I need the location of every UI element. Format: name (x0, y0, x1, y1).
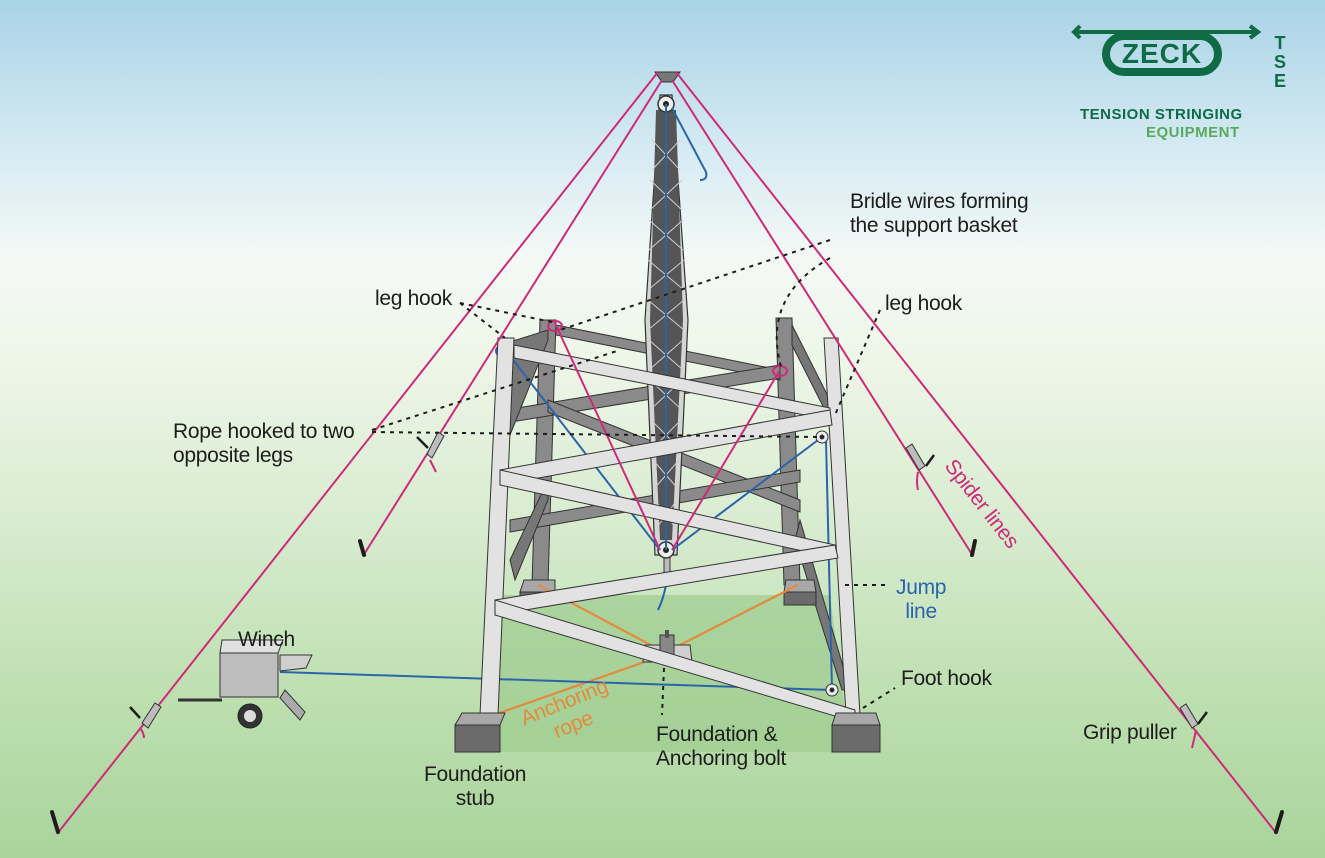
tower-front (479, 337, 861, 723)
label-leg-hook-right: leg hook (885, 292, 962, 315)
ground-anchors (50, 539, 1284, 834)
label-jump-line: Jump line (896, 576, 946, 624)
label-bridle-wires-line1: Bridle wires forming (850, 190, 1029, 213)
label-bridle-wires: Bridle wires forming the support basket (850, 190, 1029, 238)
logo-tse-s: S (1273, 52, 1286, 72)
jump-line (279, 104, 833, 691)
label-jump-line-line2: line (905, 600, 937, 623)
label-rope-hooked: Rope hooked to two opposite legs (173, 420, 355, 468)
label-jump-line-line1: Jump (896, 576, 947, 599)
winch-trailer (178, 639, 313, 729)
label-winch: Winch (238, 628, 295, 651)
grip-pullers (141, 431, 1199, 729)
zeck-logo: ZECK T S E TENSION STRINGING EQUIPMENT (1070, 22, 1310, 142)
foundation-front-right (831, 712, 881, 753)
logo-tse-t: T (1274, 33, 1286, 53)
label-bridle-wires-line2: the support basket (850, 214, 1018, 237)
label-leg-hook-left: leg hook (375, 287, 452, 310)
label-foundation-stub: Foundation stub (424, 763, 526, 811)
leader-lines (371, 239, 896, 716)
label-grip-puller: Grip puller (1083, 721, 1177, 744)
logo-tse: T S E (1270, 34, 1290, 91)
label-foundation-bolt-line2: Anchoring bolt (656, 747, 787, 770)
label-foundation-stub-line1: Foundation (424, 763, 527, 786)
logo-tagline-line1: TENSION STRINGING (1080, 106, 1243, 123)
label-rope-hooked-line1: Rope hooked to two (173, 420, 355, 443)
logo-tse-e: E (1273, 71, 1286, 91)
label-foundation-bolt-line1: Foundation & (656, 723, 778, 746)
logo-brand: ZECK (1102, 32, 1222, 76)
foundation-back-right (783, 579, 817, 606)
foundation-front-left (454, 712, 506, 753)
label-foot-hook: Foot hook (901, 667, 992, 690)
label-rope-hooked-line2: opposite legs (173, 444, 293, 467)
logo-tagline-line2: EQUIPMENT (1146, 124, 1240, 141)
label-foundation-bolt: Foundation & Anchoring bolt (656, 723, 786, 771)
label-foundation-stub-line2: stub (455, 787, 495, 810)
